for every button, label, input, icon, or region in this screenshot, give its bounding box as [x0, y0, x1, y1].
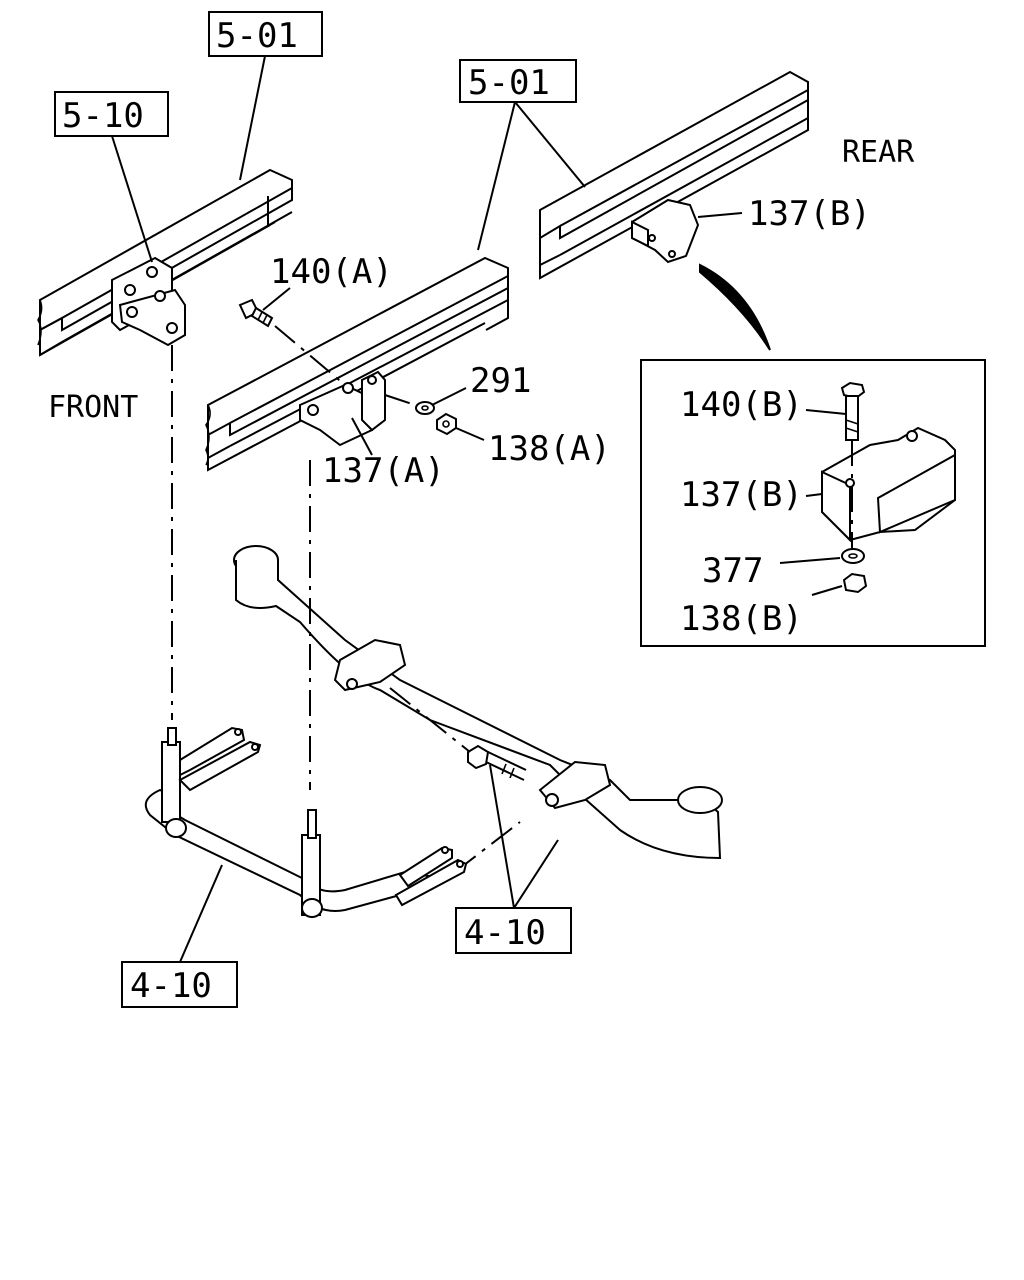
nut-dashline [384, 394, 416, 406]
washer-377 [841, 548, 865, 564]
part-137b-top-label: 137(B) [748, 194, 871, 234]
ref-5-01-left-label: 5-01 [216, 16, 298, 56]
part-291-label: 291 [470, 361, 531, 401]
part-138a-label: 138(A) [488, 429, 611, 469]
nut-138b [842, 572, 868, 594]
middle-frame-rail [205, 256, 509, 472]
detail-inset: 140(B) 137(B) 377 138(B) [640, 359, 986, 647]
part-138b-label: 138(B) [680, 599, 803, 639]
front-label: FRONT [48, 390, 138, 425]
bolt-140b [840, 381, 866, 441]
stabilizer-bar [144, 726, 468, 918]
part-140a-label: 140(A) [270, 252, 393, 292]
callout-arrow [699, 263, 771, 351]
ref-box-5-01-right: 5-01 [459, 59, 577, 103]
left-frame-rail [37, 168, 293, 357]
ref-box-5-01-left: 5-01 [208, 11, 323, 57]
bracket-5-10 [111, 256, 186, 347]
nut-138a [436, 412, 457, 436]
rear-frame-rail [539, 70, 809, 280]
axle-bolt [467, 744, 527, 781]
bolt-140a [238, 298, 274, 328]
part-137a-label: 137(A) [322, 451, 445, 491]
axle-beam [233, 545, 723, 860]
ref-4-10-left-label: 4-10 [130, 966, 212, 1006]
ref-box-5-10: 5-10 [54, 91, 169, 137]
washer-291 [415, 401, 435, 415]
align-line-axle [389, 687, 471, 753]
part-137b-label: 137(B) [680, 475, 803, 515]
part-377-label: 377 [702, 551, 763, 591]
ref-4-10-right-label: 4-10 [464, 913, 546, 953]
bracket-137a [299, 370, 386, 447]
ref-5-01-right-label: 5-01 [468, 63, 550, 103]
ref-box-4-10-left: 4-10 [121, 961, 238, 1008]
ref-5-10-label: 5-10 [62, 96, 144, 136]
bracket-137b-top [631, 198, 700, 264]
bolt-140a-dashline [274, 325, 346, 386]
ref-box-4-10-right: 4-10 [455, 907, 572, 954]
rear-label: REAR [842, 135, 915, 170]
part-140b-label: 140(B) [680, 385, 803, 425]
bracket-137b-inset [821, 426, 956, 543]
